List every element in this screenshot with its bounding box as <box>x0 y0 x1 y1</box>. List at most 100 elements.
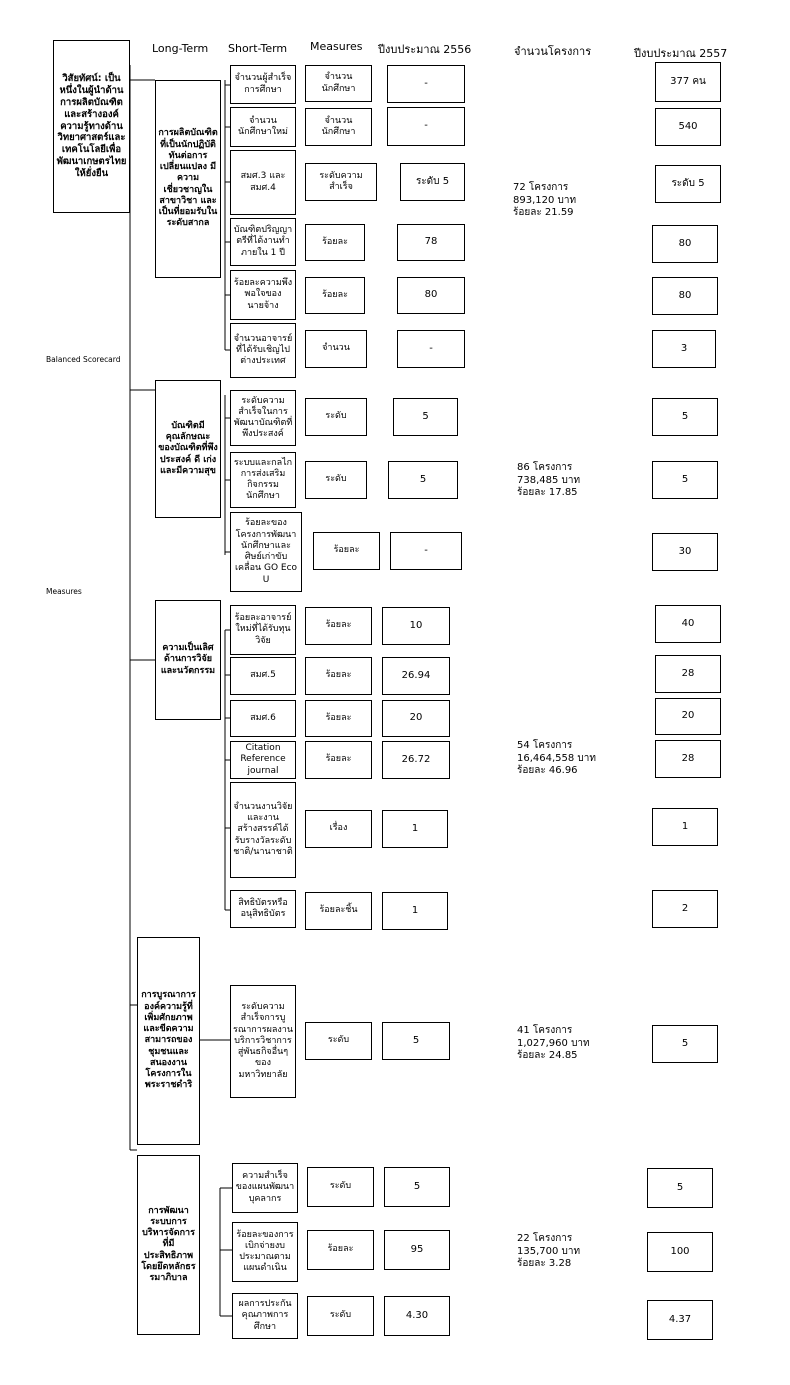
value-2556-box: 5 <box>393 398 458 436</box>
short-term-box: ระดับความสำเร็จในการพัฒนาบัณฑิตที่พึงประ… <box>230 390 296 446</box>
measure-box: ร้อยละ <box>305 657 372 695</box>
long-term-box-4: การบูรณาการองค์ความรู้ที่เพิ่มศักยภาพและ… <box>137 937 200 1145</box>
value-2556-box: 5 <box>382 1022 450 1060</box>
value-2556-box: ระดับ 5 <box>400 163 465 201</box>
project-note-2: 86 โครงการ 738,485 บาท ร้อยละ 17.85 <box>517 462 580 500</box>
measure-box: ระดับ <box>307 1296 374 1336</box>
value-2556-box: 26.72 <box>382 741 450 779</box>
value-2556-box: 26.94 <box>382 657 450 695</box>
value-2557-box: 20 <box>655 698 721 735</box>
value-2557-box: 5 <box>652 398 718 436</box>
value-2557-box: 80 <box>652 225 718 263</box>
short-term-box: ร้อยละของการเบิกจ่ายงบประมาณตามแผนดำเนิน <box>232 1222 298 1282</box>
measure-box: ร้อยละ <box>305 741 372 779</box>
long-term-box-5: การพัฒนาระบบการบริหารจัดการที่มีประสิทธิ… <box>137 1155 200 1335</box>
header-budget-2556: ปีงบประมาณ 2556 <box>378 43 472 56</box>
short-term-box: สมศ.5 <box>230 657 296 695</box>
short-term-box: สิทธิบัตรหรืออนุสิทธิบัตร <box>230 890 296 928</box>
measure-box: ร้อยละ <box>313 532 380 570</box>
project-percent: ร้อยละ 17.85 <box>517 487 578 498</box>
measure-box: ร้อยละ <box>307 1230 374 1270</box>
header-budget-2557: ปีงบประมาณ 2557 <box>634 47 728 60</box>
measure-box: ร้อยละ <box>305 277 365 314</box>
project-amount: 16,464,558 บาท <box>517 752 596 764</box>
measure-box: จำนวนนักศึกษา <box>305 108 372 146</box>
project-amount: 738,485 บาท <box>517 474 581 486</box>
value-2557-box: ระดับ 5 <box>655 165 721 203</box>
side-label-balanced-scorecard: Balanced Scorecard <box>46 355 121 364</box>
short-term-box: ร้อยละความพึงพอใจของนายจ้าง <box>230 270 296 320</box>
value-2557-box: 28 <box>655 740 721 778</box>
value-2556-box: 1 <box>382 810 448 848</box>
project-percent: ร้อยละ 24.85 <box>517 1050 578 1061</box>
value-2557-box: 1 <box>652 808 718 846</box>
short-term-box: จำนวนอาจารย์ที่ได้รับเชิญไปต่างประเทศ <box>230 323 296 378</box>
header-measures: Measures <box>310 40 363 53</box>
project-note-3: 54 โครงการ 16,464,558 บาท ร้อยละ 46.96 <box>517 740 596 778</box>
short-term-box: สมศ.3 และสมศ.4 <box>230 150 296 215</box>
measure-box: ระดับ <box>305 398 367 436</box>
short-term-box: ระบบและกลไกการส่งเสริมกิจกรรมนักศึกษา <box>230 452 296 508</box>
value-2557-box: 28 <box>655 655 721 693</box>
project-amount: 135,700 บาท <box>517 1245 581 1257</box>
side-label-measures: Measures <box>46 587 82 596</box>
measure-box: ระดับความสำเร็จ <box>305 163 377 201</box>
project-note-4: 41 โครงการ 1,027,960 บาท ร้อยละ 24.85 <box>517 1025 590 1063</box>
project-percent: ร้อยละ 46.96 <box>517 765 578 776</box>
value-2557-box: 540 <box>655 108 721 146</box>
measure-box: ระดับ <box>307 1167 374 1207</box>
project-count: 41 โครงการ <box>517 1025 573 1036</box>
value-2557-box: 3 <box>652 330 716 368</box>
value-2556-box: 5 <box>384 1167 450 1207</box>
measure-box: ร้อยละ <box>305 224 365 261</box>
value-2556-box: 20 <box>382 700 450 737</box>
value-2556-box: - <box>397 330 465 368</box>
value-2557-box: 4.37 <box>647 1300 713 1340</box>
value-2556-box: 10 <box>382 607 450 645</box>
measure-box: ร้อยละ <box>305 607 372 645</box>
project-percent: ร้อยละ 21.59 <box>513 207 574 218</box>
value-2556-box: 95 <box>384 1230 450 1270</box>
value-2557-box: 2 <box>652 890 718 928</box>
value-2557-box: 30 <box>652 533 718 571</box>
value-2557-box: 100 <box>647 1232 713 1272</box>
short-term-box: ร้อยละอาจารย์ใหม่ที่ได้รับทุนวิจัย <box>230 605 296 655</box>
value-2557-box: 377 คน <box>655 62 721 102</box>
value-2556-box: 4.30 <box>384 1296 450 1336</box>
header-short-term: Short-Term <box>228 42 288 55</box>
value-2556-box: - <box>387 65 465 103</box>
value-2557-box: 80 <box>652 277 718 315</box>
project-note-1: 72 โครงการ 893,120 บาท ร้อยละ 21.59 <box>513 182 576 220</box>
header-projects: จำนวนโครงการ <box>514 45 592 58</box>
project-amount: 1,027,960 บาท <box>517 1037 590 1049</box>
long-term-box-2: บัณฑิตมีคุณลักษณะของบัณฑิตที่พึงประสงค์ … <box>155 380 221 518</box>
vision-box: วิสัยทัศน์: เป็นหนึ่งในผู้นำด้านการผลิตบ… <box>53 40 130 213</box>
measure-box: ร้อยละ <box>305 700 372 737</box>
value-2556-box: 1 <box>382 892 448 930</box>
value-2557-box: 5 <box>652 461 718 499</box>
measure-box: ระดับ <box>305 1022 372 1060</box>
measure-box: จำนวน <box>305 330 367 368</box>
short-term-box: ผลการประกันคุณภาพการศึกษา <box>232 1293 298 1339</box>
project-count: 22 โครงการ <box>517 1233 573 1244</box>
value-2556-box: 80 <box>397 277 465 314</box>
header-long-term: Long-Term <box>152 42 209 55</box>
long-term-box-3: ความเป็นเลิศด้านการวิจัยและนวัตกรรม <box>155 600 221 720</box>
value-2556-box: - <box>390 532 462 570</box>
project-note-5: 22 โครงการ 135,700 บาท ร้อยละ 3.28 <box>517 1233 580 1271</box>
measure-box: จำนวนนักศึกษา <box>305 65 372 102</box>
project-percent: ร้อยละ 3.28 <box>517 1258 572 1269</box>
value-2557-box: 5 <box>652 1025 718 1063</box>
long-term-box-1: การผลิตบัณฑิตที่เป็นนักปฏิบัติ ทันต่อการ… <box>155 80 221 278</box>
short-term-box: จำนวนงานวิจัยและงานสร้างสรรค์ได้รับรางวั… <box>230 782 296 878</box>
short-term-box: Citation Reference journal <box>230 741 296 779</box>
value-2557-box: 40 <box>655 605 721 643</box>
short-term-box: บัณฑิตปริญญาตรีที่ได้งานทำภายใน 1 ปี <box>230 218 296 266</box>
measure-box: เรื่อง <box>305 810 372 848</box>
project-count: 54 โครงการ <box>517 740 573 751</box>
value-2556-box: 78 <box>397 224 465 261</box>
short-term-box: ความสำเร็จของแผนพัฒนาบุคลากร <box>232 1163 298 1213</box>
short-term-box: ร้อยละของโครงการพัฒนานักศึกษาและศิษย์เก่… <box>230 512 302 592</box>
project-amount: 893,120 บาท <box>513 194 577 206</box>
